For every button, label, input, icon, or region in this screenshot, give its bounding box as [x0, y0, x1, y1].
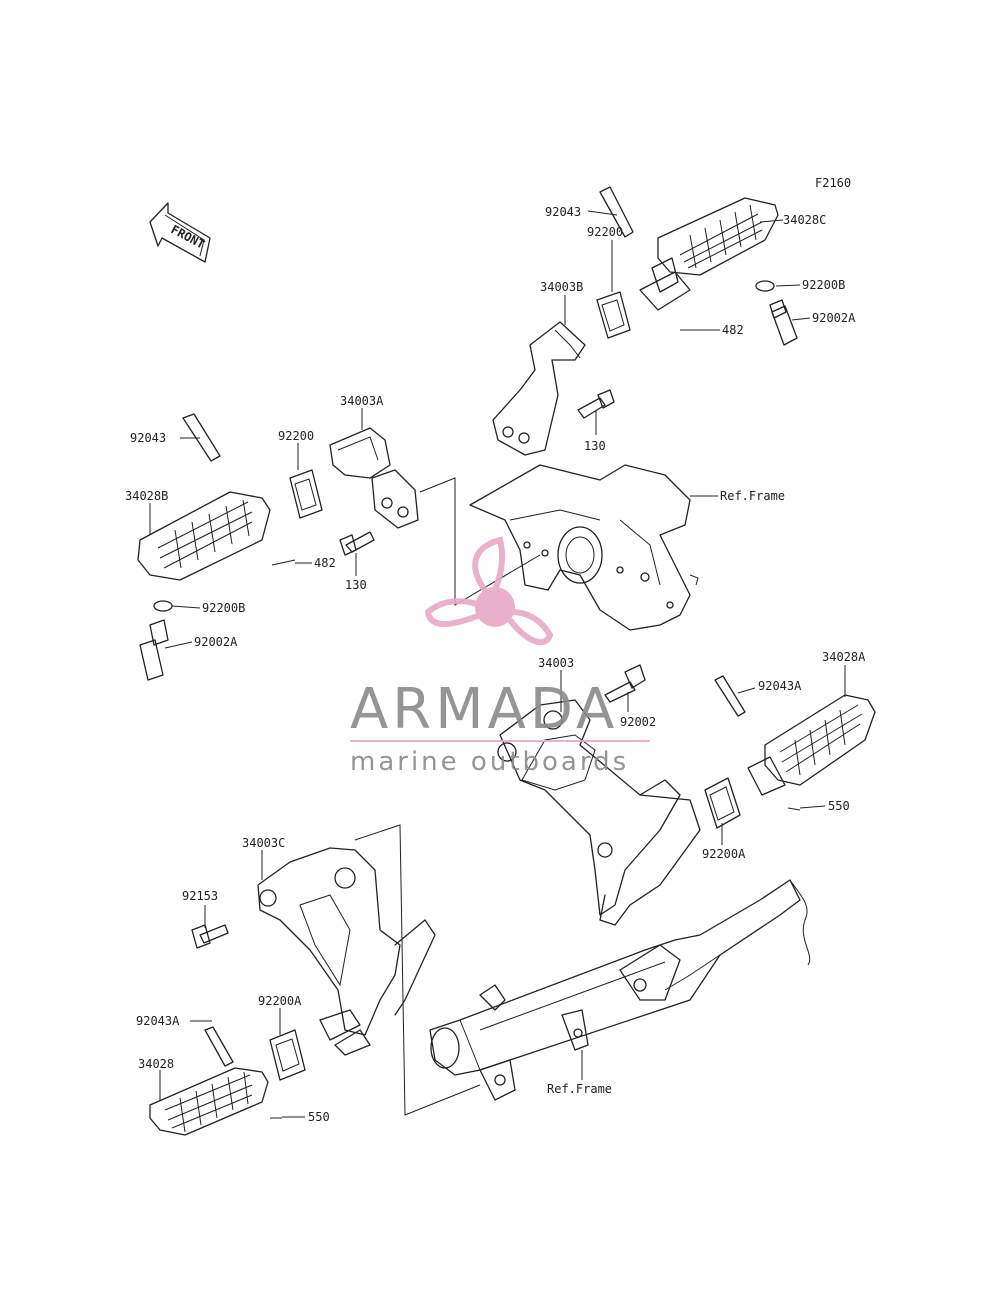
bracket-34003C — [257, 847, 436, 1056]
bolt-130-top — [577, 389, 615, 419]
label-92200B: 92200B — [202, 601, 245, 615]
washer-92200A-left — [269, 1029, 306, 1081]
label-130: 130 — [345, 578, 367, 592]
label-482: 482 — [314, 556, 336, 570]
washer-92200B-left — [153, 600, 173, 612]
label-34003: 34003 — [538, 656, 574, 670]
label-482: 482 — [722, 323, 744, 337]
label-34003C: 34003C — [242, 836, 285, 850]
label-92002A: 92002A — [194, 635, 238, 649]
label-92200B: 92200B — [802, 278, 845, 292]
bolt-130-left — [339, 531, 375, 556]
label-92200: 92200 — [278, 429, 314, 443]
label-550: 550 — [308, 1110, 330, 1124]
pin-92043A-left — [204, 1026, 234, 1067]
footpeg-34028A — [747, 694, 876, 796]
label-92153: 92153 — [182, 889, 218, 903]
frame-upper — [469, 464, 699, 631]
bolt-92002A-left — [139, 619, 169, 681]
label-34003A: 34003A — [340, 394, 384, 408]
frame-lower — [429, 879, 811, 1101]
label-92200A: 92200A — [258, 994, 302, 1008]
label-92002A: 92002A — [812, 311, 856, 325]
front-arrow-icon: FRONT — [149, 202, 211, 263]
bolt-92002A-top — [769, 299, 798, 346]
label-34003B: 34003B — [540, 280, 583, 294]
watermark-tagline: marine outboards — [350, 747, 629, 777]
footpeg-34028C — [639, 197, 779, 311]
label-130: 130 — [584, 439, 606, 453]
label-550: 550 — [828, 799, 850, 813]
leader-lines — [149, 210, 846, 1118]
label-92043: 92043 — [545, 205, 581, 219]
label-92043: 92043 — [130, 431, 166, 445]
label-34028C: 34028C — [783, 213, 826, 227]
armada-watermark: ARMADA marine outboards — [350, 536, 650, 777]
label-92002: 92002 — [620, 715, 656, 729]
pin-92043A-right — [714, 675, 746, 717]
footpeg-34028 — [149, 1067, 269, 1136]
watermark-brand: ARMADA — [350, 677, 618, 742]
pin-92043-left — [182, 413, 221, 462]
washer-92200-left — [289, 469, 323, 519]
propeller-logo-icon — [424, 536, 554, 646]
bracket-34003B — [492, 321, 586, 456]
label-92043A: 92043A — [758, 679, 802, 693]
washer-92200-top — [596, 291, 631, 339]
figure-code: F2160 — [815, 176, 851, 190]
footpeg-34028B — [137, 491, 271, 581]
bolt-92153 — [191, 924, 229, 949]
label-34028B: 34028B — [125, 489, 168, 503]
label-92200: 92200 — [587, 225, 623, 239]
pin-92043-top — [599, 186, 634, 238]
label-ref-frame: Ref.Frame — [547, 1082, 612, 1096]
bracket-34003A — [329, 427, 419, 529]
label-92200A: 92200A — [702, 847, 746, 861]
label-34028A: 34028A — [822, 650, 866, 664]
label-34028: 34028 — [138, 1057, 174, 1071]
bracket-34003 — [497, 699, 701, 926]
washer-92200A-right — [704, 777, 741, 829]
bolt-92002 — [604, 664, 646, 703]
label-92043A: 92043A — [136, 1014, 180, 1028]
washer-92200B-top — [755, 280, 775, 292]
front-label: FRONT — [169, 222, 207, 251]
label-ref-frame: Ref.Frame — [720, 489, 785, 503]
